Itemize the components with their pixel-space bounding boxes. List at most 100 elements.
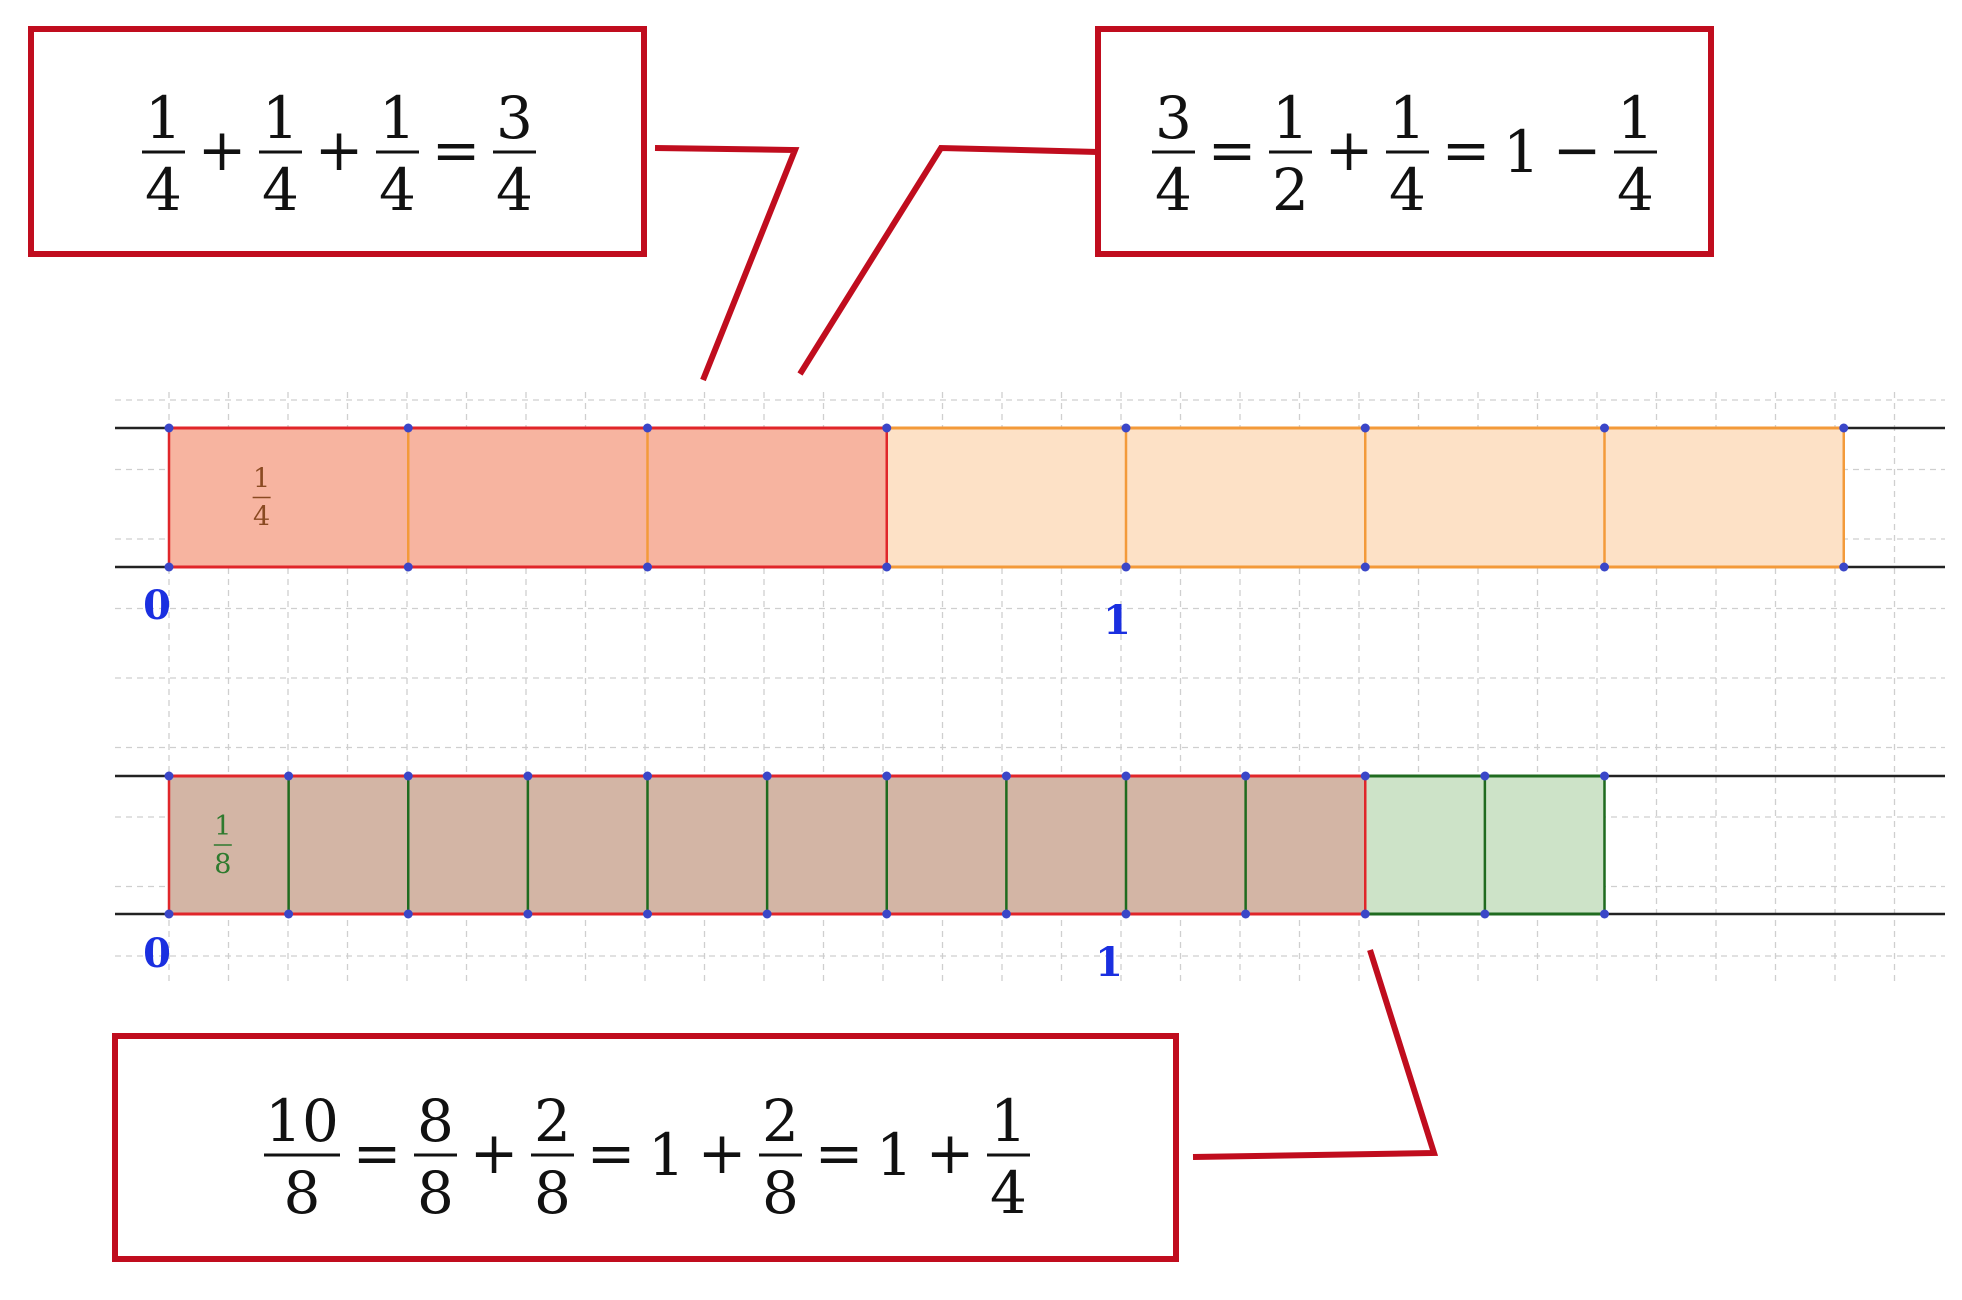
formula-operator: = — [815, 1119, 864, 1187]
division-point — [1241, 771, 1251, 781]
formula-operator: + — [926, 1119, 975, 1187]
shaded-part — [647, 428, 887, 567]
division-point — [882, 771, 892, 781]
shaded-part — [647, 776, 768, 914]
division-point — [1360, 771, 1370, 781]
formula-operator: + — [470, 1119, 519, 1187]
fraction-numerator: 1 — [1389, 84, 1426, 152]
fraction-denominator: 4 — [1155, 156, 1192, 224]
cell-label-denominator: 4 — [253, 502, 270, 533]
fraction-numerator: 8 — [417, 1087, 454, 1155]
fraction-denominator: 4 — [379, 156, 416, 224]
division-point — [1480, 771, 1490, 781]
formula-bottom: 108=88+28=1+28=1+14 — [264, 1087, 1030, 1227]
division-point — [1839, 423, 1849, 433]
fraction-numerator: 3 — [1155, 84, 1192, 152]
fraction-denominator: 8 — [284, 1159, 321, 1227]
fraction-numerator: 1 — [990, 1087, 1027, 1155]
unshaded-part — [1126, 428, 1366, 567]
shaded-part — [288, 776, 409, 914]
axis-label-one: 1 — [1095, 939, 1123, 986]
unshaded-part — [1365, 428, 1605, 567]
division-point — [1600, 909, 1609, 919]
fraction-denominator: 2 — [1272, 156, 1309, 224]
division-point — [643, 771, 652, 781]
division-point — [1360, 909, 1370, 919]
formula-operator: + — [698, 1119, 747, 1187]
fraction-numerator: 10 — [265, 1087, 339, 1155]
division-point — [1121, 909, 1131, 919]
division-point — [643, 909, 652, 919]
fraction-denominator: 4 — [496, 156, 533, 224]
shaded-part — [886, 776, 1007, 914]
division-point — [1360, 423, 1370, 433]
fraction-numerator: 1 — [379, 84, 416, 152]
formula-operator: = — [432, 116, 481, 184]
shaded-part — [1245, 776, 1366, 914]
shaded-part — [1126, 776, 1246, 914]
fraction-denominator: 8 — [762, 1159, 799, 1227]
fraction-numerator: 1 — [1617, 84, 1654, 152]
division-point — [164, 562, 174, 572]
division-point — [643, 423, 652, 433]
unshaded-part — [1365, 776, 1485, 914]
division-point — [1480, 909, 1490, 919]
division-point — [882, 909, 892, 919]
division-point — [1121, 423, 1131, 433]
axis-label-zero: 0 — [143, 930, 171, 977]
cell-label-numerator: 1 — [253, 464, 270, 495]
callout-box-top-right — [1095, 26, 1714, 257]
formula-operator: − — [1553, 116, 1602, 184]
division-point — [403, 909, 413, 919]
formula-top-right: 34=12+14=1−14 — [1152, 84, 1657, 224]
formula-operator: = — [353, 1119, 402, 1187]
unshaded-part — [1604, 428, 1844, 567]
formula-number: 1 — [1503, 118, 1540, 186]
division-point — [403, 771, 413, 781]
fraction-denominator: 4 — [1389, 156, 1426, 224]
fraction-numerator: 1 — [1272, 84, 1309, 152]
shaded-part — [767, 776, 887, 914]
division-point — [1839, 562, 1849, 572]
fraction-numerator: 2 — [534, 1087, 571, 1155]
division-point — [284, 909, 294, 919]
division-point — [762, 771, 772, 781]
division-point — [1600, 423, 1609, 433]
cell-label-numerator: 1 — [214, 811, 231, 842]
fraction-denominator: 4 — [145, 156, 182, 224]
unshaded-part — [1484, 776, 1605, 914]
shaded-part — [169, 428, 409, 567]
cell-label-denominator: 8 — [214, 849, 231, 880]
fraction-denominator: 4 — [990, 1159, 1027, 1227]
formula-operator: = — [1208, 116, 1257, 184]
fraction-denominator: 4 — [1617, 156, 1654, 224]
division-point — [1600, 562, 1609, 572]
shaded-part — [1006, 776, 1126, 914]
shaded-part — [527, 776, 648, 914]
division-point — [1121, 771, 1131, 781]
callout-box-bottom — [112, 1033, 1179, 1262]
formula-top-left: 14+14+14=34 — [142, 84, 536, 224]
formula-operator: + — [1325, 116, 1374, 184]
division-point — [1360, 562, 1370, 572]
division-point — [284, 771, 294, 781]
division-point — [643, 562, 652, 572]
division-point — [403, 423, 413, 433]
formula-operator: = — [1442, 116, 1491, 184]
division-point — [1241, 909, 1251, 919]
formula-operator: = — [587, 1119, 636, 1187]
unshaded-part — [886, 428, 1126, 567]
formula-operator: + — [315, 116, 364, 184]
division-point — [1001, 771, 1011, 781]
fraction-numerator: 1 — [262, 84, 299, 152]
division-point — [403, 562, 413, 572]
division-point — [523, 909, 533, 919]
division-point — [164, 423, 174, 433]
callout-box-top-left — [28, 26, 647, 257]
fraction-numerator: 1 — [145, 84, 182, 152]
fraction-denominator: 8 — [417, 1159, 454, 1227]
